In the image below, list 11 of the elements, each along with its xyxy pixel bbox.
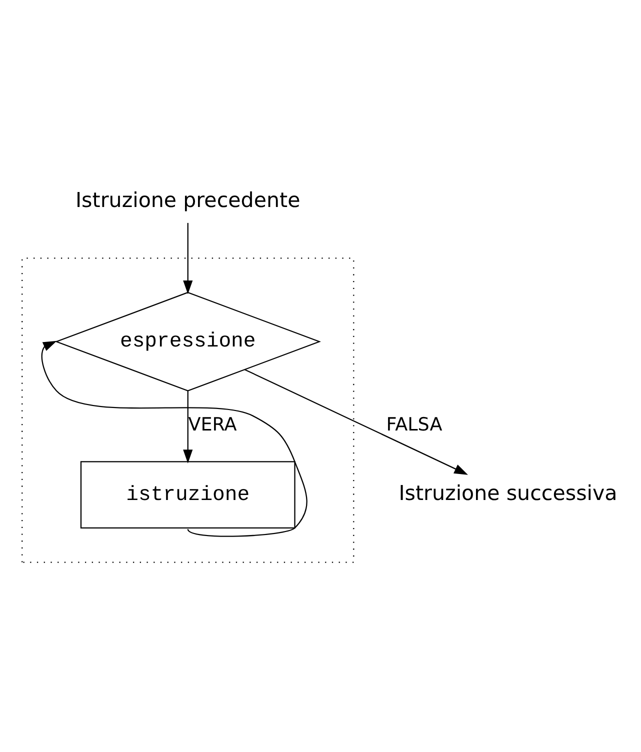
edge-label: VERA [188,414,237,436]
edge-label: FALSA [386,414,442,436]
arrow [244,368,468,474]
node-diamond: espressione [54,291,321,391]
arrow [183,222,193,294]
node-box: istruzione [80,460,296,528]
node-text: Istruzione precedente [76,188,300,212]
node-text: Istruzione successiva [398,480,618,504]
cluster [22,257,354,562]
arrow [41,340,308,536]
arrow [183,390,193,463]
